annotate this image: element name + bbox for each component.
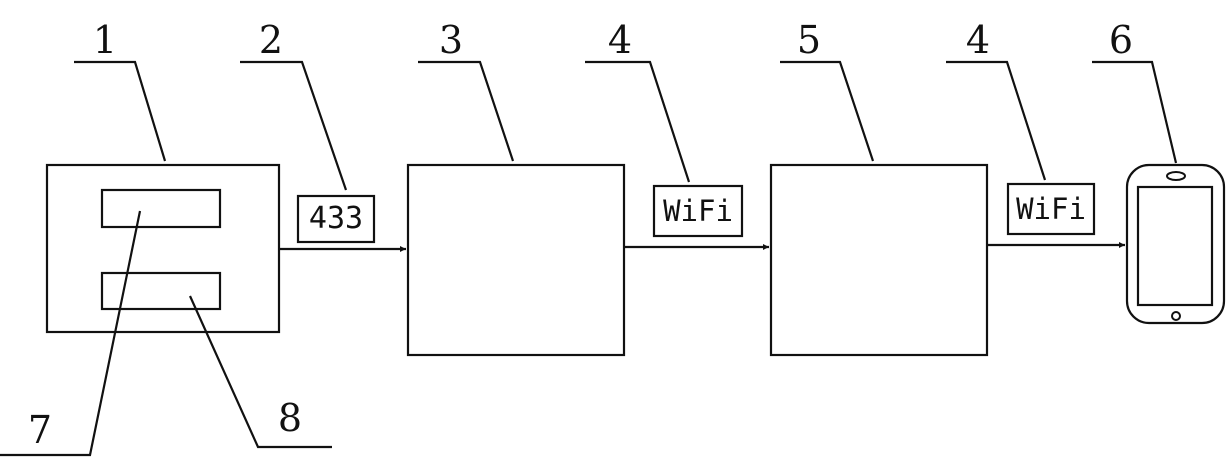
svg-text:WiFi: WiFi — [663, 194, 733, 228]
leader-line-5 — [780, 62, 873, 161]
label-2: 2 — [259, 18, 283, 62]
label-6: 6 — [1109, 18, 1133, 62]
component-5-box — [771, 165, 987, 355]
label-1: 1 — [93, 18, 117, 62]
label-5: 5 — [797, 18, 821, 62]
leader-line-3 — [418, 62, 513, 161]
label-8: 8 — [278, 396, 302, 440]
component-3-box — [408, 165, 624, 355]
module-8-slot — [102, 273, 220, 309]
smartphone-icon — [1127, 165, 1224, 323]
label-7: 7 — [28, 408, 52, 452]
label-4-second: 4 — [966, 18, 990, 62]
module-7-slot — [102, 190, 220, 227]
label-3: 3 — [439, 18, 463, 62]
tag-wifi-2: WiFi — [1008, 184, 1094, 234]
label-4-first: 4 — [608, 18, 632, 62]
component-1-box — [47, 165, 279, 332]
svg-text:433: 433 — [309, 201, 363, 236]
leader-line-6 — [1092, 62, 1176, 163]
tag-433: 433 — [298, 196, 374, 242]
svg-text:WiFi: WiFi — [1016, 192, 1086, 226]
tag-wifi-1: WiFi — [654, 186, 742, 236]
leader-line-4b — [946, 62, 1045, 180]
leader-line-1 — [74, 62, 165, 161]
